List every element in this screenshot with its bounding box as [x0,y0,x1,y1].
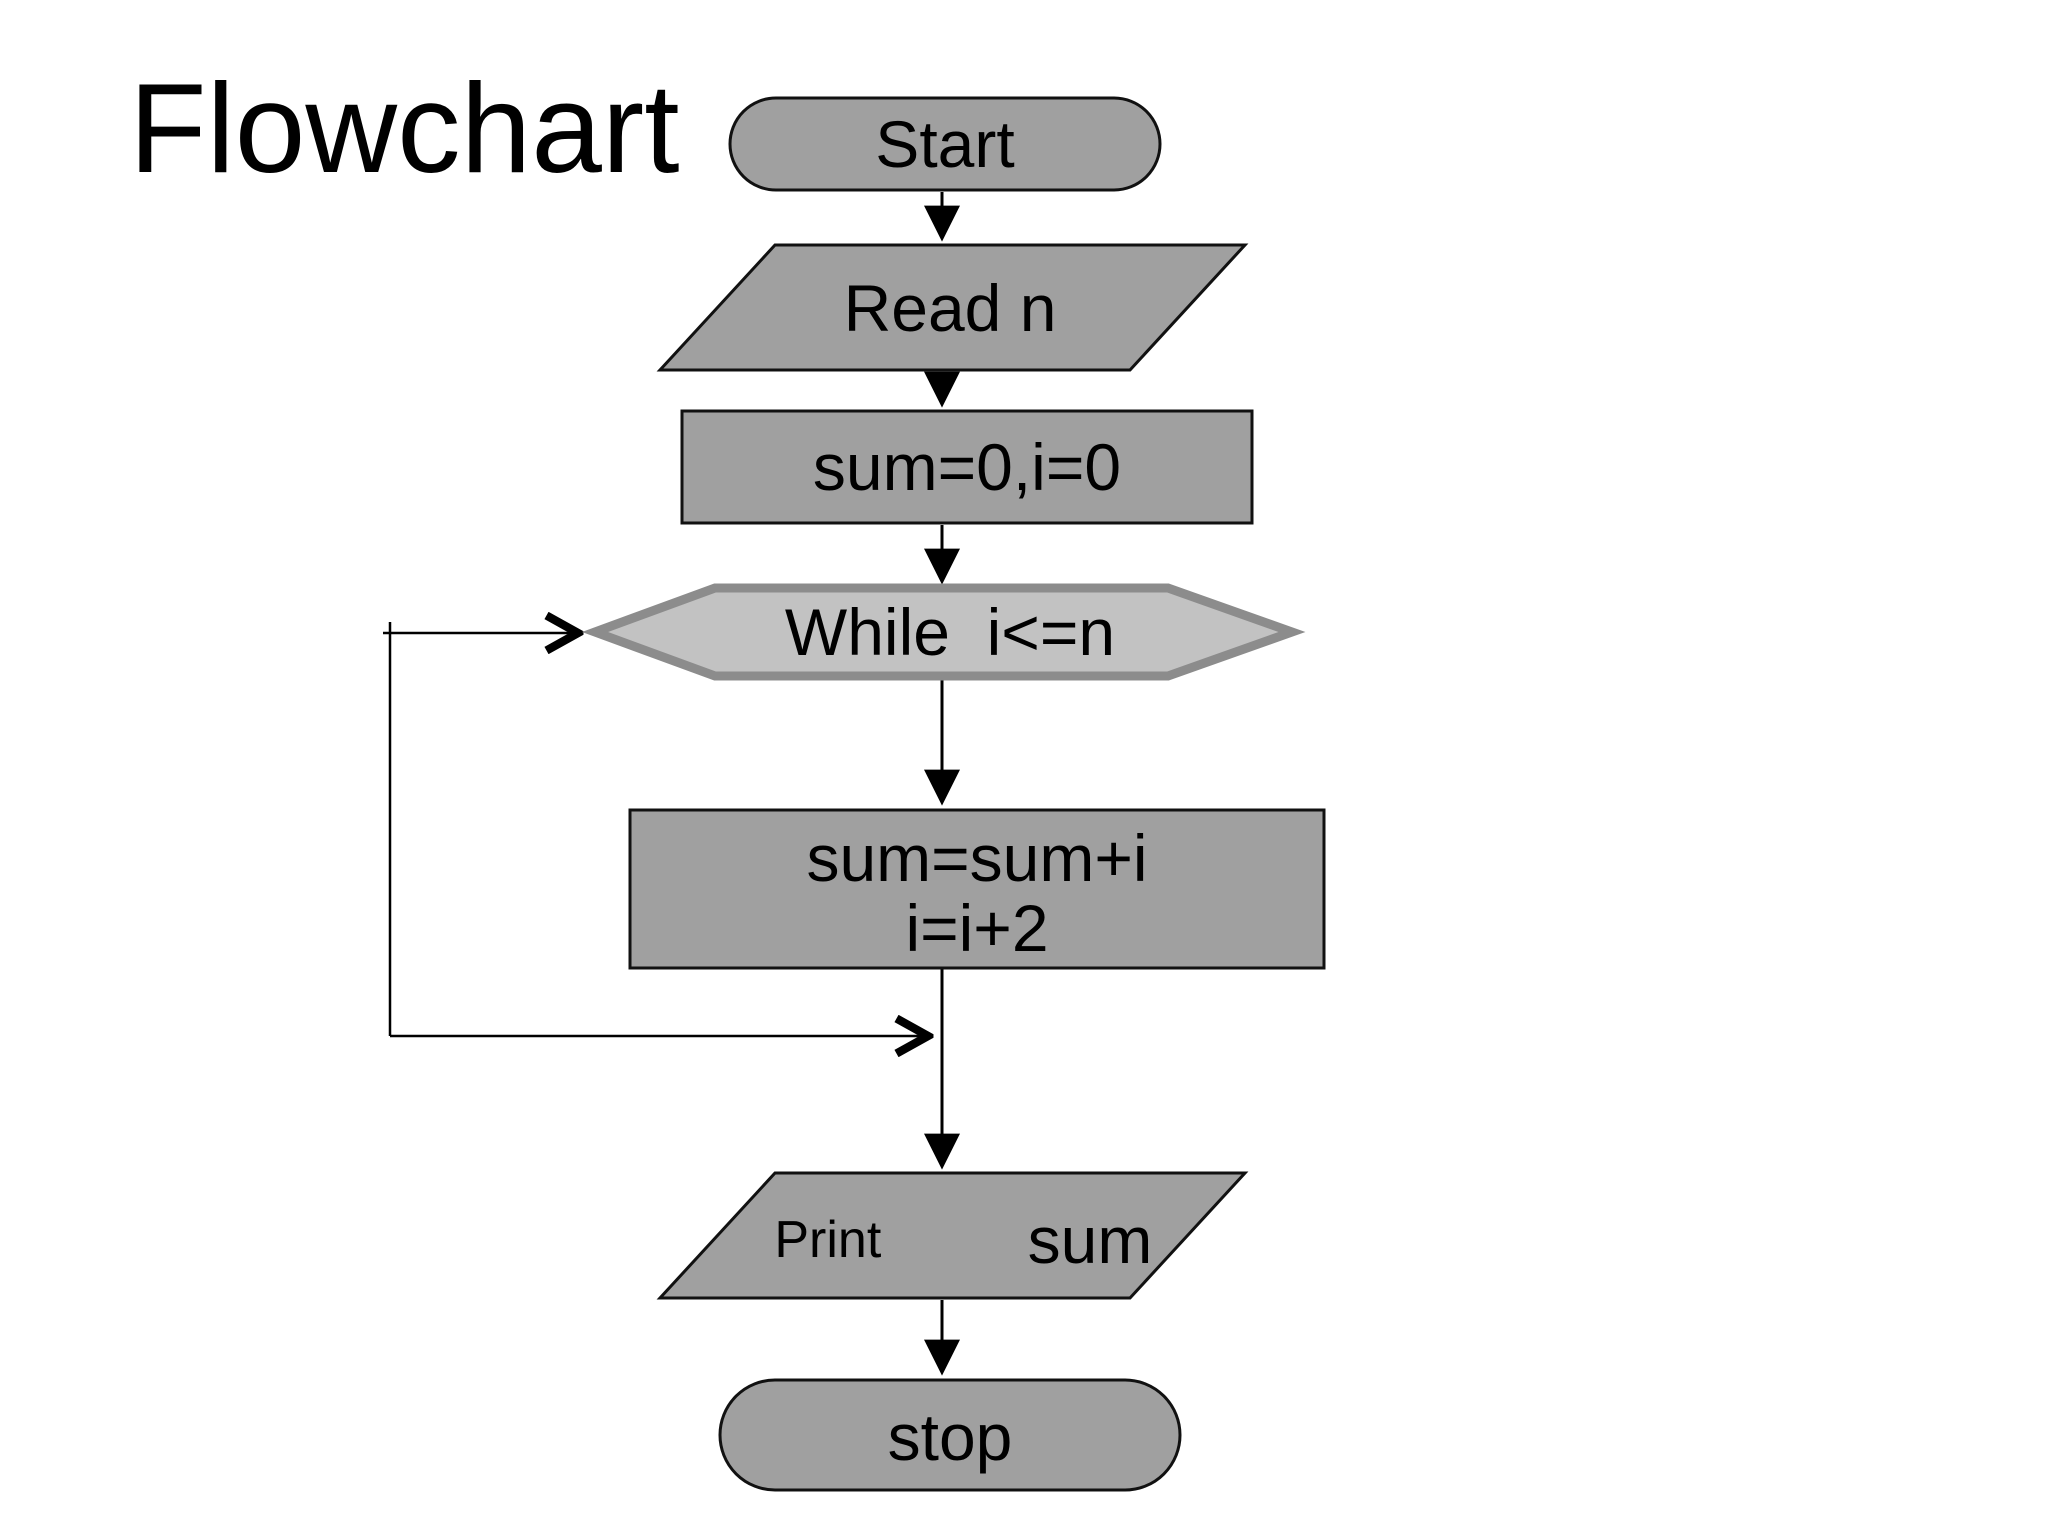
node-while-label: While i<=n [785,595,1115,669]
page-title: Flowchart [129,57,679,199]
node-print-label: Print sum [646,1203,1244,1277]
node-body-label-line2: i=i+2 [905,891,1048,965]
edge-group [383,192,960,1376]
node-body-shape [628,808,1326,970]
node-read-label: Read n [844,271,1057,345]
node-stop-shape [718,1378,1182,1492]
node-start-label: Start [875,107,1014,181]
node-start-shape [728,96,1162,192]
node-while-shape [581,583,1306,681]
node-read-shape [656,243,1249,372]
node-print-shape [656,1171,1249,1300]
node-init-shape [680,409,1254,525]
node-print-label-big: sum [1028,1203,1153,1277]
node-body-label-line1: sum=sum+i [806,821,1147,895]
node-print-label-small: Print [774,1211,881,1269]
node-stop-label: stop [888,1400,1013,1474]
node-init-label: sum=0,i=0 [813,430,1121,504]
